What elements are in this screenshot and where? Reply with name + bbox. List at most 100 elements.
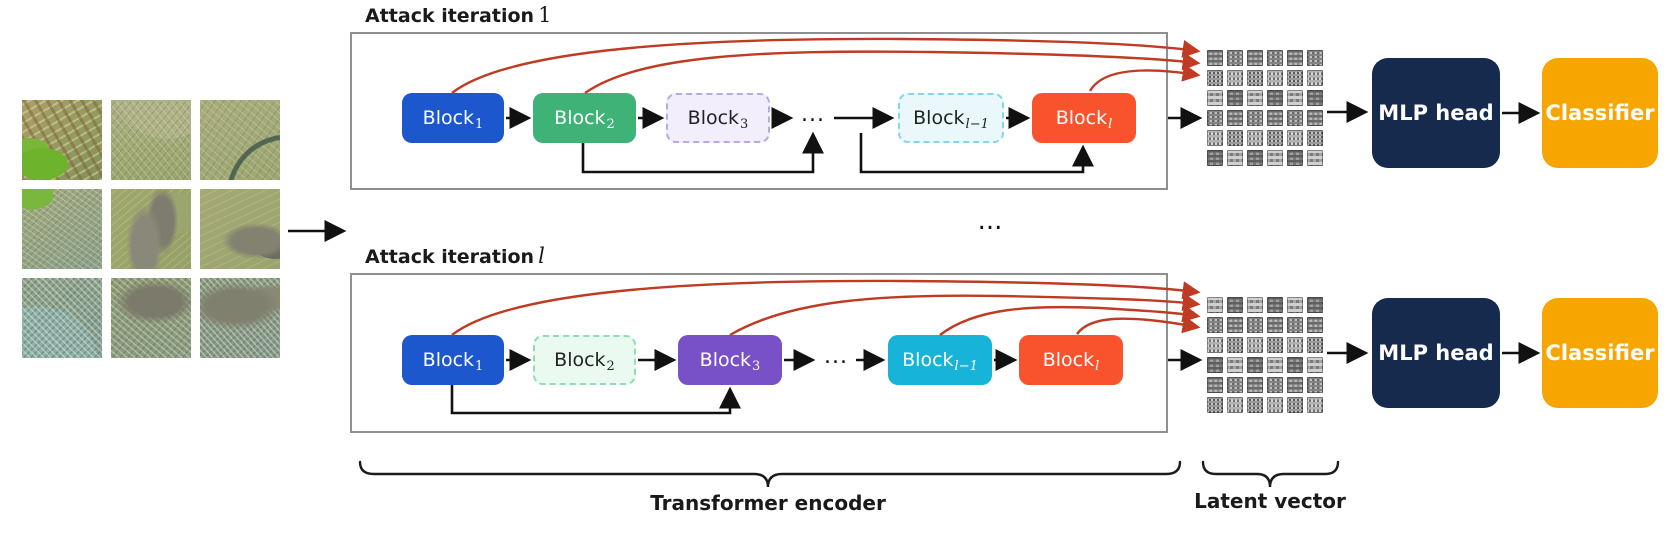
latent-patch (1227, 317, 1243, 333)
block-label: Block (1042, 349, 1095, 371)
latent-patch (1287, 317, 1303, 333)
latent-patch (1267, 90, 1283, 106)
latent-patch (1287, 297, 1303, 313)
attack-iteration-title-text: Attack iteration (365, 246, 535, 268)
latent-patch (1207, 50, 1223, 66)
latent-patch (1207, 90, 1223, 106)
latent-patch (1227, 110, 1243, 126)
blocks-ellipsis-iteration-l: ... (824, 344, 848, 369)
latent-patch (1247, 70, 1263, 86)
latent-patch (1307, 110, 1323, 126)
latent-patch (1267, 337, 1283, 353)
latent-patch (1287, 357, 1303, 373)
latent-patch (1227, 357, 1243, 373)
latent-patch (1247, 130, 1263, 146)
latent-patch (1207, 397, 1223, 413)
input-image-patch (200, 278, 280, 358)
latent-patch (1247, 317, 1263, 333)
input-image-patch (111, 100, 191, 180)
latent-patch (1307, 50, 1323, 66)
latent-patch (1267, 130, 1283, 146)
latent-patch (1227, 130, 1243, 146)
latent-patch (1247, 50, 1263, 66)
latent-patch (1267, 70, 1283, 86)
input-image-patch (22, 189, 102, 269)
latent-patch (1267, 397, 1283, 413)
block-subscript: 3 (740, 116, 749, 132)
iterations-ellipsis: ... (977, 206, 1003, 236)
transformer-encoder-brace (358, 460, 1182, 488)
latent-patch (1207, 317, 1223, 333)
latent-patch (1287, 130, 1303, 146)
latent-patch (1207, 110, 1223, 126)
input-image-patch (111, 189, 191, 269)
block-subscript: 3 (752, 358, 761, 374)
latent-patch (1207, 297, 1223, 313)
latent-patch (1307, 397, 1323, 413)
latent-patch (1227, 70, 1243, 86)
input-image-patch (200, 100, 280, 180)
attack-iteration-index: l (538, 244, 545, 268)
transformer-encoder-label: Transformer encoder (650, 491, 886, 515)
block-label: Block (1055, 107, 1108, 129)
latent-patch (1307, 317, 1323, 333)
latent-patch (1287, 337, 1303, 353)
latent-patch (1247, 297, 1263, 313)
block-subscript: l (1108, 116, 1113, 132)
blocks-ellipsis-iteration-1: ... (801, 102, 825, 127)
block-label: Block (699, 349, 752, 371)
latent-patch (1227, 377, 1243, 393)
block-label: Block (913, 107, 965, 129)
latent-patch (1287, 50, 1303, 66)
attack-iteration-index: 1 (538, 3, 552, 27)
latent-vector-grid-iteration-1 (1207, 50, 1323, 166)
latent-patch (1207, 150, 1223, 166)
latent-patch (1307, 357, 1323, 373)
block-label: Block (687, 107, 740, 129)
block-subscript: 1 (475, 116, 484, 132)
latent-patch (1307, 297, 1323, 313)
latent-patch (1287, 70, 1303, 86)
input-image-patch (200, 189, 280, 269)
block-subscript: 1 (475, 358, 484, 374)
latent-vector-brace (1201, 460, 1340, 488)
latent-patch (1287, 90, 1303, 106)
latent-patch (1307, 377, 1323, 393)
latent-patch (1247, 90, 1263, 106)
latent-patch (1247, 377, 1263, 393)
classifier-box-iteration-1: Classifier (1542, 58, 1658, 168)
latent-patch (1207, 130, 1223, 146)
input-image-patch (22, 278, 102, 358)
latent-patch (1267, 297, 1283, 313)
latent-patch (1227, 337, 1243, 353)
classifier-box-iteration-l: Classifier (1542, 298, 1658, 408)
latent-patch (1247, 397, 1263, 413)
input-image-patch (22, 100, 102, 180)
block-subscript: l (1095, 358, 1100, 374)
latent-patch (1267, 377, 1283, 393)
latent-patch (1207, 70, 1223, 86)
block-label: Block (902, 349, 954, 371)
latent-patch (1267, 357, 1283, 373)
latent-patch (1287, 377, 1303, 393)
input-image-grid (22, 100, 280, 358)
block-subscript: l−1 (954, 358, 978, 374)
latent-patch (1267, 50, 1283, 66)
block-label: Block (422, 349, 475, 371)
latent-patch (1247, 150, 1263, 166)
latent-patch (1287, 150, 1303, 166)
latent-patch (1227, 297, 1243, 313)
latent-patch (1287, 397, 1303, 413)
latent-patch (1307, 337, 1323, 353)
latent-patch (1207, 377, 1223, 393)
latent-patch (1267, 150, 1283, 166)
